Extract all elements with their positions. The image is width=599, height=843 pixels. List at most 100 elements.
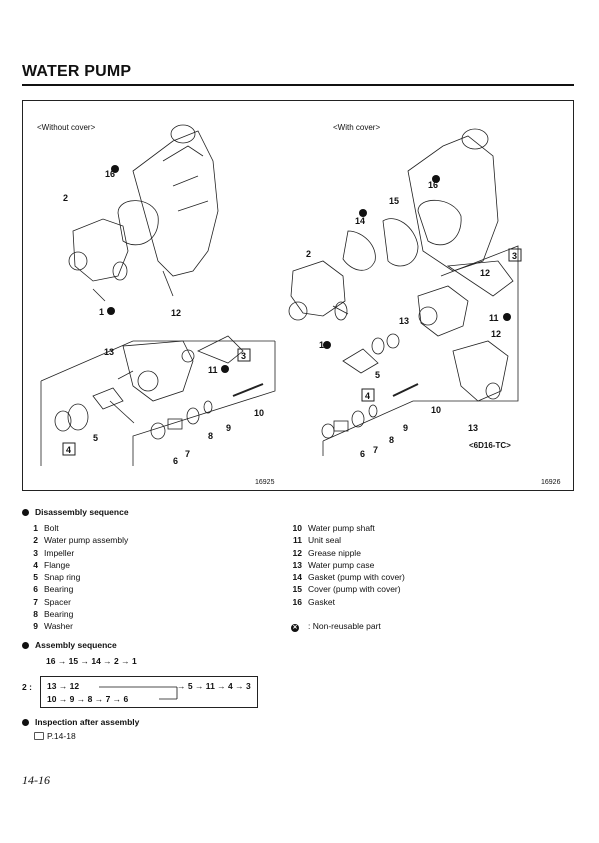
item-number: 7 — [33, 596, 38, 607]
disassembly-heading: Disassembly sequence — [22, 507, 129, 517]
svg-text:7: 7 — [185, 449, 190, 459]
item-text: Bearing — [44, 584, 74, 595]
item-text: Spacer — [44, 596, 71, 607]
item-number: 13 — [292, 559, 302, 570]
svg-text:9: 9 — [226, 423, 231, 433]
book-icon — [34, 732, 44, 740]
svg-text:2: 2 — [306, 249, 311, 259]
svg-text:11: 11 — [208, 365, 218, 375]
sub-sequence-line1-start: 13 → 12 — [47, 681, 80, 691]
svg-text:13: 13 — [468, 423, 478, 433]
svg-text:12: 12 — [480, 268, 490, 278]
disassembly-heading-text: Disassembly sequence — [35, 507, 129, 517]
right-diagram-label: <With cover> — [333, 123, 381, 132]
title-rule — [22, 84, 574, 86]
svg-text:13: 13 — [104, 347, 114, 357]
item-number: 3 — [33, 547, 38, 558]
nonreusable-marker: ✕ — [286, 620, 302, 633]
list-item: 7 Spacer — [22, 596, 128, 608]
inspection-reference-text: P.14-18 — [47, 731, 76, 741]
item-text: Gasket (pump with cover) — [308, 572, 405, 583]
variant-note: <6D16-TC> — [469, 441, 511, 450]
svg-text:2: 2 — [63, 193, 68, 203]
item-text: Washer — [44, 621, 73, 632]
inspection-heading-text: Inspection after assembly — [35, 717, 140, 727]
sub-sequence-box: 13 → 12 → 5 → 11 → 4 → 3 10 → 9 → 8 → 7 … — [40, 676, 258, 708]
item-number: 15 — [292, 584, 302, 595]
exploded-view-drawing: 16 2 1 12 13 11 5 10 9 8 7 6 16 15 14 2 … — [40, 124, 522, 466]
nonreusable-legend: ✕ : Non-reusable part — [286, 620, 405, 633]
page-title: WATER PUMP — [22, 63, 132, 80]
list-item: 2 Water pump assembly — [22, 534, 128, 546]
nonreusable-icon: ✕ — [291, 624, 299, 633]
list-item: 13 Water pump case — [286, 559, 405, 571]
nonreusable-text: : Non-reusable part — [308, 621, 381, 632]
item-number: 8 — [33, 609, 38, 620]
svg-text:12: 12 — [491, 329, 501, 339]
svg-text:4: 4 — [365, 391, 370, 401]
item-text: Unit seal — [308, 535, 342, 546]
item-text: Cover (pump with cover) — [308, 584, 401, 595]
item-text: Flange — [44, 559, 70, 570]
inspection-heading: Inspection after assembly — [22, 717, 139, 727]
list-item: 4 Flange — [22, 559, 128, 571]
item-number: 10 — [292, 523, 302, 533]
left-figure-number: 16925 — [255, 479, 275, 486]
svg-text:5: 5 — [375, 370, 380, 380]
item-number: 14 — [292, 572, 302, 583]
exploded-view-figure: 16 2 1 12 13 11 5 10 9 8 7 6 16 15 14 2 … — [22, 100, 574, 491]
svg-text:6: 6 — [173, 456, 178, 466]
svg-text:15: 15 — [389, 196, 399, 206]
sub-sequence-line2: 10 → 9 → 8 → 7 → 6 — [47, 694, 129, 704]
assembly-heading-text: Assembly sequence — [35, 640, 117, 650]
list-item: 6 Bearing — [22, 583, 128, 595]
bullet-icon — [22, 641, 29, 649]
item-text: Water pump assembly — [44, 535, 129, 546]
svg-text:14: 14 — [355, 216, 365, 226]
item-text: Grease nipple — [308, 547, 361, 558]
list-item: 16 Gasket — [286, 596, 405, 608]
svg-text:5: 5 — [93, 433, 98, 443]
svg-text:10: 10 — [431, 405, 441, 415]
item-number: 16 — [292, 596, 302, 607]
item-number: 6 — [33, 584, 38, 595]
item-text: Bolt — [44, 523, 59, 533]
sub-sequence-label: 2 : — [22, 682, 32, 692]
svg-text:1: 1 — [319, 340, 324, 350]
bullet-icon — [22, 718, 29, 726]
svg-text:7: 7 — [373, 445, 378, 455]
item-text: Water pump case — [308, 559, 375, 570]
item-number: 4 — [33, 559, 38, 570]
svg-text:16: 16 — [105, 169, 115, 179]
item-number: 11 — [293, 535, 302, 546]
item-text: Gasket — [308, 596, 335, 607]
item-number: 2 — [33, 535, 38, 546]
svg-text:4: 4 — [66, 445, 71, 455]
svg-text:12: 12 — [171, 308, 181, 318]
sub-sequence-line1-end: → 5 → 11 → 4 → 3 — [177, 681, 251, 691]
list-item: 14 Gasket (pump with cover) — [286, 571, 405, 583]
list-item: 15 Cover (pump with cover) — [286, 583, 405, 595]
assembly-heading: Assembly sequence — [22, 640, 117, 650]
svg-text:13: 13 — [399, 316, 409, 326]
item-text: Snap ring — [44, 572, 81, 583]
svg-text:16: 16 — [428, 180, 438, 190]
list-item: 8 Bearing — [22, 608, 128, 620]
page-number: 14-16 — [22, 773, 50, 787]
svg-text:6: 6 — [360, 449, 365, 459]
item-number: 12 — [292, 547, 302, 558]
svg-text:3: 3 — [241, 351, 246, 361]
right-figure-number: 16926 — [541, 479, 561, 486]
svg-text:3: 3 — [512, 251, 517, 261]
svg-text:10: 10 — [254, 408, 264, 418]
item-text: Bearing — [44, 609, 74, 620]
svg-text:11: 11 — [489, 313, 499, 323]
item-number: 1 — [33, 523, 38, 533]
svg-text:8: 8 — [389, 435, 394, 445]
item-number: 5 — [33, 572, 38, 583]
